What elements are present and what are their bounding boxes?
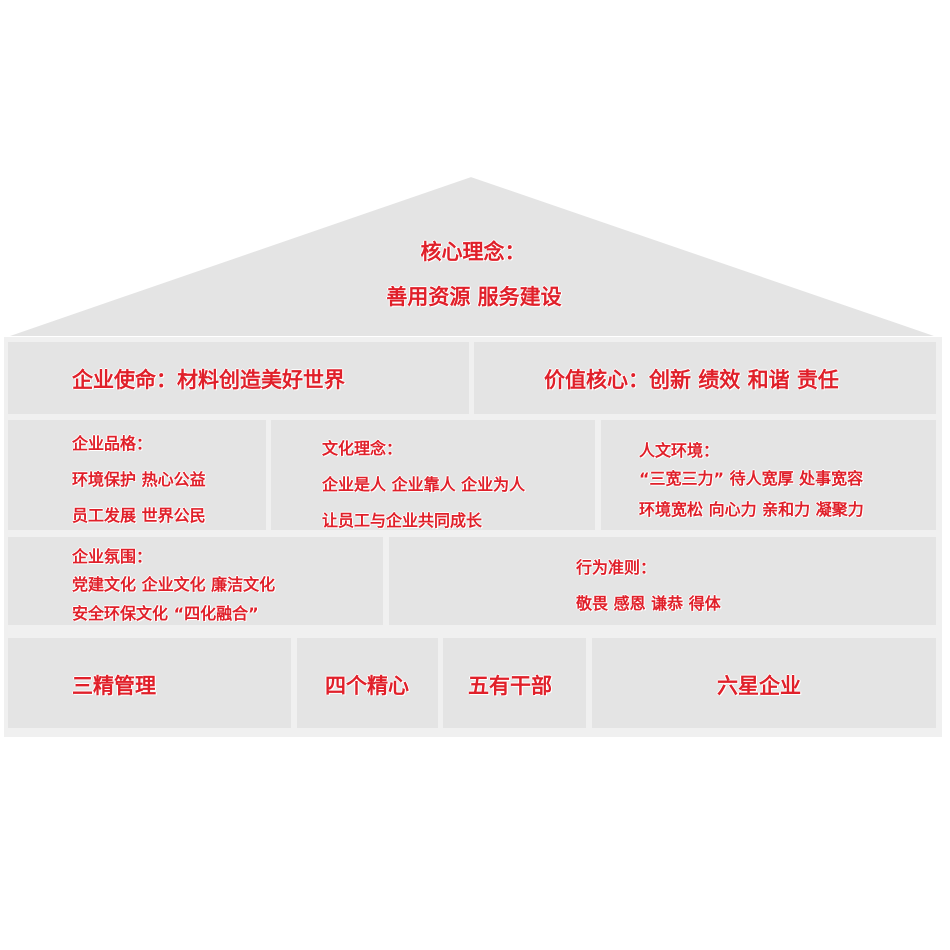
foundation-item-3: 五有干部 — [443, 638, 586, 728]
roof-title: 核心理念： — [420, 240, 526, 264]
atmosphere-title: 企业氛围： — [72, 547, 153, 566]
culture-line1: 企业是人 企业靠人 企业为人 — [322, 475, 526, 494]
conduct-box: 行为准则： 敬畏 感恩 谦恭 得体 — [389, 537, 936, 625]
character-line2: 员工发展 世界公民 — [72, 506, 206, 525]
culture-title: 文化理念： — [322, 439, 403, 458]
environment-title: 人文环境： — [639, 441, 720, 460]
foundation-label-3: 五有干部 — [468, 674, 552, 698]
character-line1: 环境保护 热心公益 — [72, 470, 206, 489]
culture-box: 文化理念： 企业是人 企业靠人 企业为人 让员工与企业共同成长 — [271, 420, 595, 530]
foundation-item-2: 四个精心 — [297, 638, 438, 728]
values-text: 价值核心：创新 绩效 和谐 责任 — [544, 368, 839, 392]
mission-box: 企业使命：材料创造美好世界 — [8, 342, 469, 414]
conduct-line1: 敬畏 感恩 谦恭 得体 — [576, 594, 721, 613]
character-title: 企业品格： — [72, 434, 153, 453]
character-box: 企业品格： 环境保护 热心公益 员工发展 世界公民 — [8, 420, 266, 530]
atmosphere-line1: 党建文化 企业文化 廉洁文化 — [72, 575, 276, 594]
foundation-item-1: 三精管理 — [8, 638, 291, 728]
foundation-label-2: 四个精心 — [325, 674, 409, 698]
culture-line2: 让员工与企业共同成长 — [322, 511, 483, 530]
atmosphere-box: 企业氛围： 党建文化 企业文化 廉洁文化 安全环保文化 “四化融合” — [8, 537, 383, 625]
values-box: 价值核心：创新 绩效 和谐 责任 — [474, 342, 936, 414]
environment-line2: 环境宽松 向心力 亲和力 凝聚力 — [639, 500, 864, 519]
foundation-label-1: 三精管理 — [72, 674, 156, 698]
foundation-label-4: 六星企业 — [717, 674, 801, 698]
mission-text: 企业使命：材料创造美好世界 — [72, 368, 345, 392]
environment-box: 人文环境： “三宽三力” 待人宽厚 处事宽容 环境宽松 向心力 亲和力 凝聚力 — [601, 420, 936, 530]
environment-line1: “三宽三力” 待人宽厚 处事宽容 — [639, 469, 864, 488]
roof-subtitle: 善用资源 服务建设 — [386, 285, 562, 309]
conduct-title: 行为准则： — [576, 558, 657, 577]
atmosphere-line2: 安全环保文化 “四化融合” — [72, 604, 259, 623]
foundation-item-4: 六星企业 — [592, 638, 936, 728]
